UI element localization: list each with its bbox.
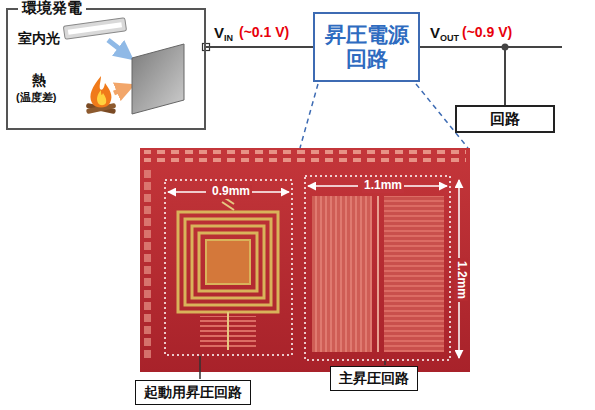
- circuit-block: [312, 196, 372, 352]
- node-label: 昇圧電源 回路: [318, 23, 415, 71]
- circuit-block: [384, 196, 444, 352]
- bond-pads: [144, 150, 466, 162]
- light-arrow: [108, 40, 126, 54]
- voltage-value: (~0.9 V): [462, 24, 512, 40]
- trace: [377, 196, 379, 352]
- converter-box: 昇圧電源 回路: [313, 12, 420, 82]
- inductor-spiral: [178, 212, 278, 312]
- dimension-label: 1.1mm: [362, 179, 404, 193]
- callout-box: 起動用昇圧回路: [135, 380, 251, 405]
- voltage-symbol: V: [430, 24, 440, 41]
- inductor-spiral: [192, 226, 264, 298]
- voltage-subscript: OUT: [440, 33, 459, 43]
- heat-arrow: [114, 88, 126, 93]
- trace: [227, 312, 229, 350]
- callout-box: 主昇圧回路: [330, 366, 418, 391]
- flame: [90, 76, 111, 108]
- inductor-spiral: [185, 219, 271, 305]
- source-label: 熱: [32, 72, 46, 88]
- source-label: 室内光: [18, 30, 60, 46]
- lamp-body: [63, 18, 126, 40]
- inductor-core: [206, 240, 250, 284]
- lamp-tube: [68, 22, 122, 34]
- wire: [505, 46, 562, 48]
- source-label: (温度差): [16, 91, 56, 104]
- dimension-line: [250, 191, 289, 193]
- voltage-symbol: V: [214, 24, 224, 41]
- node-label: 主昇圧回路: [339, 370, 409, 386]
- bond-pads: [144, 170, 156, 360]
- wire: [420, 47, 505, 105]
- region-outline: [165, 180, 292, 355]
- chip-die: [140, 148, 470, 372]
- leader-line: [199, 356, 201, 379]
- group-title: 環境発電: [18, 0, 86, 16]
- dimension-line: [308, 185, 358, 187]
- dimension-line: [401, 185, 447, 187]
- node-label: 回路: [490, 110, 520, 127]
- dimension-line: [458, 180, 460, 258]
- voltage-value: (~0.1 V): [239, 24, 289, 40]
- dimension-line: [168, 191, 206, 193]
- flame-core: [97, 90, 106, 105]
- circuit-block: [384, 196, 444, 352]
- dimension-label: 1.2mm: [454, 259, 468, 301]
- zoom-line: [300, 84, 318, 148]
- dimension-label: 0.9mm: [210, 185, 252, 199]
- leader-line: [384, 361, 386, 365]
- fire-icon: [86, 76, 117, 114]
- lamp-icon: [63, 18, 126, 40]
- load-box: 回路: [455, 105, 555, 133]
- dimension-line: [458, 302, 460, 358]
- voltage-subscript: IN: [224, 33, 233, 43]
- node-label: 起動用昇圧回路: [144, 384, 242, 400]
- source-group: 環境発電: [6, 8, 206, 130]
- wire: [206, 46, 313, 48]
- region-outline: [305, 176, 450, 360]
- circuit-block: [312, 196, 372, 352]
- harvester-panel: [132, 44, 184, 114]
- chip-photo: [140, 148, 470, 372]
- inductor-spiral: [199, 233, 257, 291]
